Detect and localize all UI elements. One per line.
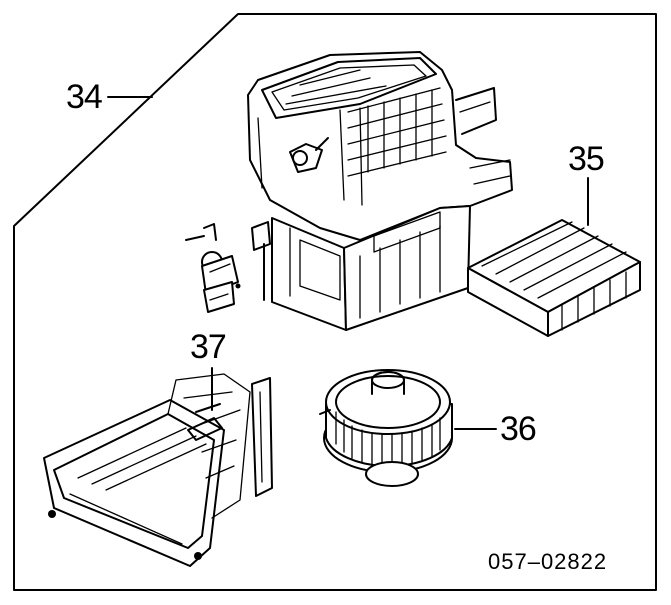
air-duct	[43, 373, 273, 567]
assembly-frame	[13, 13, 657, 591]
diagram-reference-code: 057–02822	[488, 549, 608, 574]
air-filter	[467, 219, 641, 337]
blower-fan	[319, 369, 453, 487]
heater-case	[247, 51, 513, 331]
callout-35: 35	[568, 140, 605, 178]
servo-actuator	[185, 223, 241, 313]
louvre-grid	[347, 87, 447, 177]
callout-37: 37	[190, 328, 227, 366]
callout-34: 34	[66, 78, 103, 116]
callout-36: 36	[500, 410, 537, 448]
